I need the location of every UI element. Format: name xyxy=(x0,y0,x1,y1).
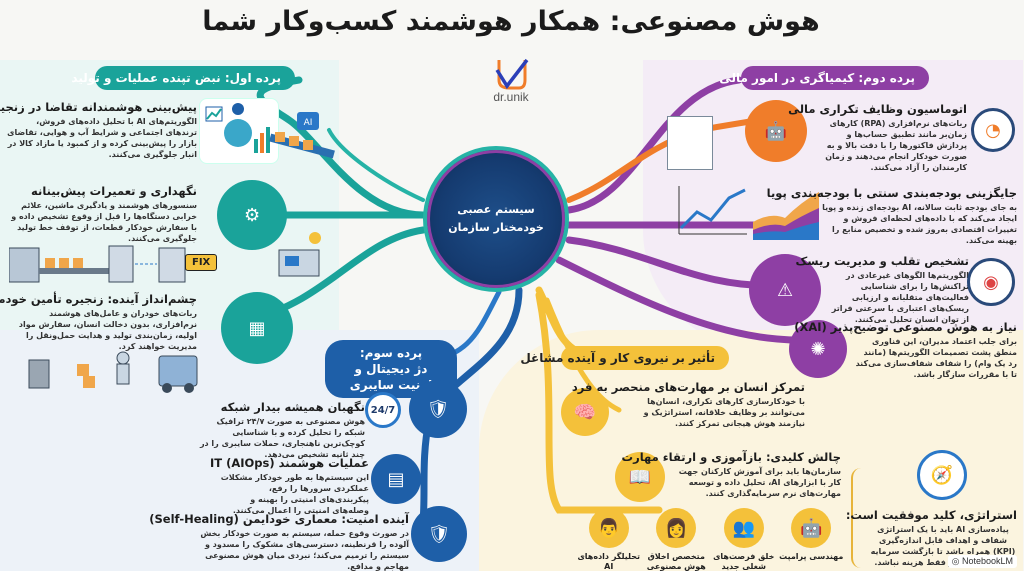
card-fraud-detection: تشخیص تقلب و مدیریت ریسک الگوریتم‌ها الگ… xyxy=(796,254,970,325)
card-title: استراتژی، کلید موفقیت است: xyxy=(846,508,1018,522)
card-body: در صورت وقوع حمله، سیستم به صورت خودکار … xyxy=(201,529,410,571)
role-label: تحلیلگر داده‌های AI xyxy=(578,552,642,571)
card-reskilling: چالش کلیدی: بازآموزی و ارتقاء مهارت سازم… xyxy=(622,450,842,499)
brain-hemispheres-icon: 🧠 xyxy=(562,388,610,436)
card-title: آینده امنیت: معماری خودایمن (Self-Healin… xyxy=(150,512,410,526)
notebooklm-icon: ◎ xyxy=(952,556,963,566)
ai-conveyor-icon: AI xyxy=(268,108,338,164)
card-body: ربات‌های نرم‌افزاری (RPA) کارهای زمان‌بر… xyxy=(826,119,968,172)
card-strategy: استراتژی، کلید موفقیت است: پیاده‌سازی AI… xyxy=(846,508,1018,568)
card-body: سنسورهای هوشمند و یادگیری ماشین، علائم خ… xyxy=(12,201,198,243)
delivery-truck-icon xyxy=(20,346,200,396)
man-avatar-icon: 👨 xyxy=(589,508,630,548)
role-ai-ethics: 👩 متخصص اخلاق هوش مصنوعی xyxy=(644,508,712,571)
fix-badge: FIX xyxy=(186,254,219,271)
card-body: ربات‌های خودران و عامل‌های هوشمند نرم‌اف… xyxy=(19,309,198,351)
hub-line1: سیستم عصبی xyxy=(458,203,536,216)
card-self-healing: آینده امنیت: معماری خودایمن (Self-Healin… xyxy=(150,512,410,571)
warning-magnifier-icon: ⚠ xyxy=(750,254,822,326)
card-body: برای جلب اعتماد مدیران، این فناوری منطق … xyxy=(856,337,1018,379)
section-pill-finance: پرده دوم: کیمیاگری در امور مالی xyxy=(720,66,930,90)
card-title: نگهبان همیشه بیدار شبکه xyxy=(221,400,366,414)
section-pill-operations: پرده اول: نبض تپنده عملیات و تولید xyxy=(72,66,296,90)
card-body: پیاده‌سازی AI باید با یک استراتژی شفاف و… xyxy=(871,525,1017,567)
card-unique-skills: تمرکز انسان بر مهارت‌های منحصر به فرد با… xyxy=(572,380,806,429)
card-body: هوش مصنوعی به صورت ۲۴/۷ ترافیک شبکه را ت… xyxy=(200,417,366,459)
card-dynamic-budgeting: جایگزینی بودجه‌بندی سنتی با بودجه‌بندی پ… xyxy=(767,186,1018,246)
checkmark-logo-icon xyxy=(496,58,530,90)
role-label: مهندسی پرامپت xyxy=(780,552,845,561)
notebooklm-watermark: ◎ NotebookLM xyxy=(948,555,1018,568)
area-chart-icon xyxy=(752,182,822,242)
page-title: هوش مصنوعی: همکار هوشمند کسب‌وکار شما xyxy=(203,6,821,37)
brain-analytics-icon xyxy=(200,98,280,164)
watermark-text: NotebookLM xyxy=(962,556,1014,566)
card-body: این سیستم‌ها به طور خودکار مشکلات عملکرد… xyxy=(221,473,370,515)
card-body: الگوریتم‌ها الگوهای غیرعادی در تراکنش‌ها… xyxy=(832,271,970,324)
strategy-brace xyxy=(852,468,868,568)
card-body: سازمان‌ها باید برای آموزش کارکنان جهت کا… xyxy=(679,467,842,498)
warehouse-network-icon: ▦ xyxy=(222,292,294,364)
role-prompt-engineering: 🤖 مهندسی پرامپت xyxy=(779,508,847,571)
rising-chart-icon xyxy=(676,182,752,238)
roles-row: 🤖 مهندسی پرامپت 👥 خلق فرصت‌های شغلی جدید… xyxy=(576,508,846,571)
brain-network-icon: ✺ xyxy=(790,320,848,378)
card-title: نگهداری و تعمیرات پیش‌بینانه xyxy=(32,184,198,198)
card-rpa-automation: اتوماسیون وظایف تکراری مالی ربات‌های نرم… xyxy=(789,102,968,173)
shield-circuit-icon: 🛡 xyxy=(412,506,468,562)
card-title: نیاز به هوش مصنوعی توضیح‌پذیر (XAI) xyxy=(795,320,1018,334)
robot-documents-icon: 🤖 xyxy=(746,100,808,162)
role-ai-data-analyst: 👨 تحلیلگر داده‌های AI xyxy=(576,508,644,571)
card-demand-forecast: پیش‌بینی هوشمندانه تقاضا در زنجیره تأمین… xyxy=(0,100,198,160)
gears-icon: ⚙ xyxy=(218,180,288,250)
shield-check-icon: 🛡 xyxy=(410,380,468,438)
woman-avatar-icon: 👩 xyxy=(657,508,698,548)
pill-line1: پرده سوم: xyxy=(360,346,424,360)
card-body: به جای بودجه ثابت سالانه، AI بودجه‌ای زن… xyxy=(823,203,1018,245)
card-title: چالش کلیدی: بازآموزی و ارتقاء مهارت xyxy=(622,450,842,464)
pill-line2: دژ دیجیتال و امنیت سایبری xyxy=(350,362,434,392)
section-pill-security: پرده سوم: دژ دیجیتال و امنیت سایبری xyxy=(326,340,458,398)
card-title: جایگزینی بودجه‌بندی سنتی با بودجه‌بندی پ… xyxy=(767,186,1018,200)
card-title: چشم‌انداز آینده: زنجیره تأمین خودمختار xyxy=(0,292,198,306)
stopwatch-icon: ◔ xyxy=(972,108,1016,152)
card-title: اتوماسیون وظایف تکراری مالی xyxy=(789,102,968,116)
hub-line2: خودمختار سازمان xyxy=(449,221,545,234)
team-chat-icon: 👥 xyxy=(724,508,765,548)
section-pill-workforce: تأثیر بر نیروی کار و آینده مشاغل xyxy=(521,346,730,370)
factory-line-illustration xyxy=(9,238,190,288)
documents-icon xyxy=(668,116,714,170)
svg-text:AI: AI xyxy=(305,118,314,128)
card-aiops: عملیات هوشمند IT (AIOps) این سیستم‌ها به… xyxy=(210,456,370,516)
magnifier-eye-icon: ◉ xyxy=(968,258,1016,306)
logo-text: dr.unik xyxy=(494,90,530,104)
role-label: متخصص اخلاق هوش مصنوعی xyxy=(647,552,707,571)
card-body: الگوریتم‌های AI با تحلیل داده‌های فروش، … xyxy=(8,117,198,159)
brand-logo: dr.unik xyxy=(486,58,538,108)
clock-24-7-icon: 24/7 xyxy=(366,392,402,428)
card-network-guardian: نگهبان همیشه بیدار شبکه هوش مصنوعی به صو… xyxy=(196,400,366,460)
role-label: خلق فرصت‌های شغلی جدید xyxy=(714,552,776,571)
card-predictive-maintenance: نگهداری و تعمیرات پیش‌بینانه سنسورهای هو… xyxy=(8,184,198,244)
card-body: با خودکارسازی کارهای تکراری، انسان‌ها می… xyxy=(644,397,806,428)
compass-icon: 🧭 xyxy=(918,450,968,500)
finance-section-bg xyxy=(644,60,1024,350)
card-explainable-ai: نیاز به هوش مصنوعی توضیح‌پذیر (XAI) برای… xyxy=(795,320,1018,380)
learning-book-icon: 📖 xyxy=(616,452,666,502)
robot-icon: 🤖 xyxy=(792,508,833,548)
robotic-arm-icon xyxy=(272,230,332,280)
role-new-jobs: 👥 خلق فرصت‌های شغلی جدید xyxy=(711,508,779,571)
card-title: عملیات هوشمند IT (AIOps) xyxy=(210,456,370,470)
card-autonomous-supply-chain: چشم‌انداز آینده: زنجیره تأمین خودمختار ر… xyxy=(0,292,198,352)
card-title: تشخیص تقلب و مدیریت ریسک xyxy=(796,254,970,268)
server-gear-icon: ▤ xyxy=(372,454,422,504)
central-hub: سیستم عصبی خودمختار سازمان xyxy=(424,146,570,292)
card-title: پیش‌بینی هوشمندانه تقاضا در زنجیره تأمین xyxy=(0,100,198,114)
card-title: تمرکز انسان بر مهارت‌های منحصر به فرد xyxy=(572,380,806,394)
